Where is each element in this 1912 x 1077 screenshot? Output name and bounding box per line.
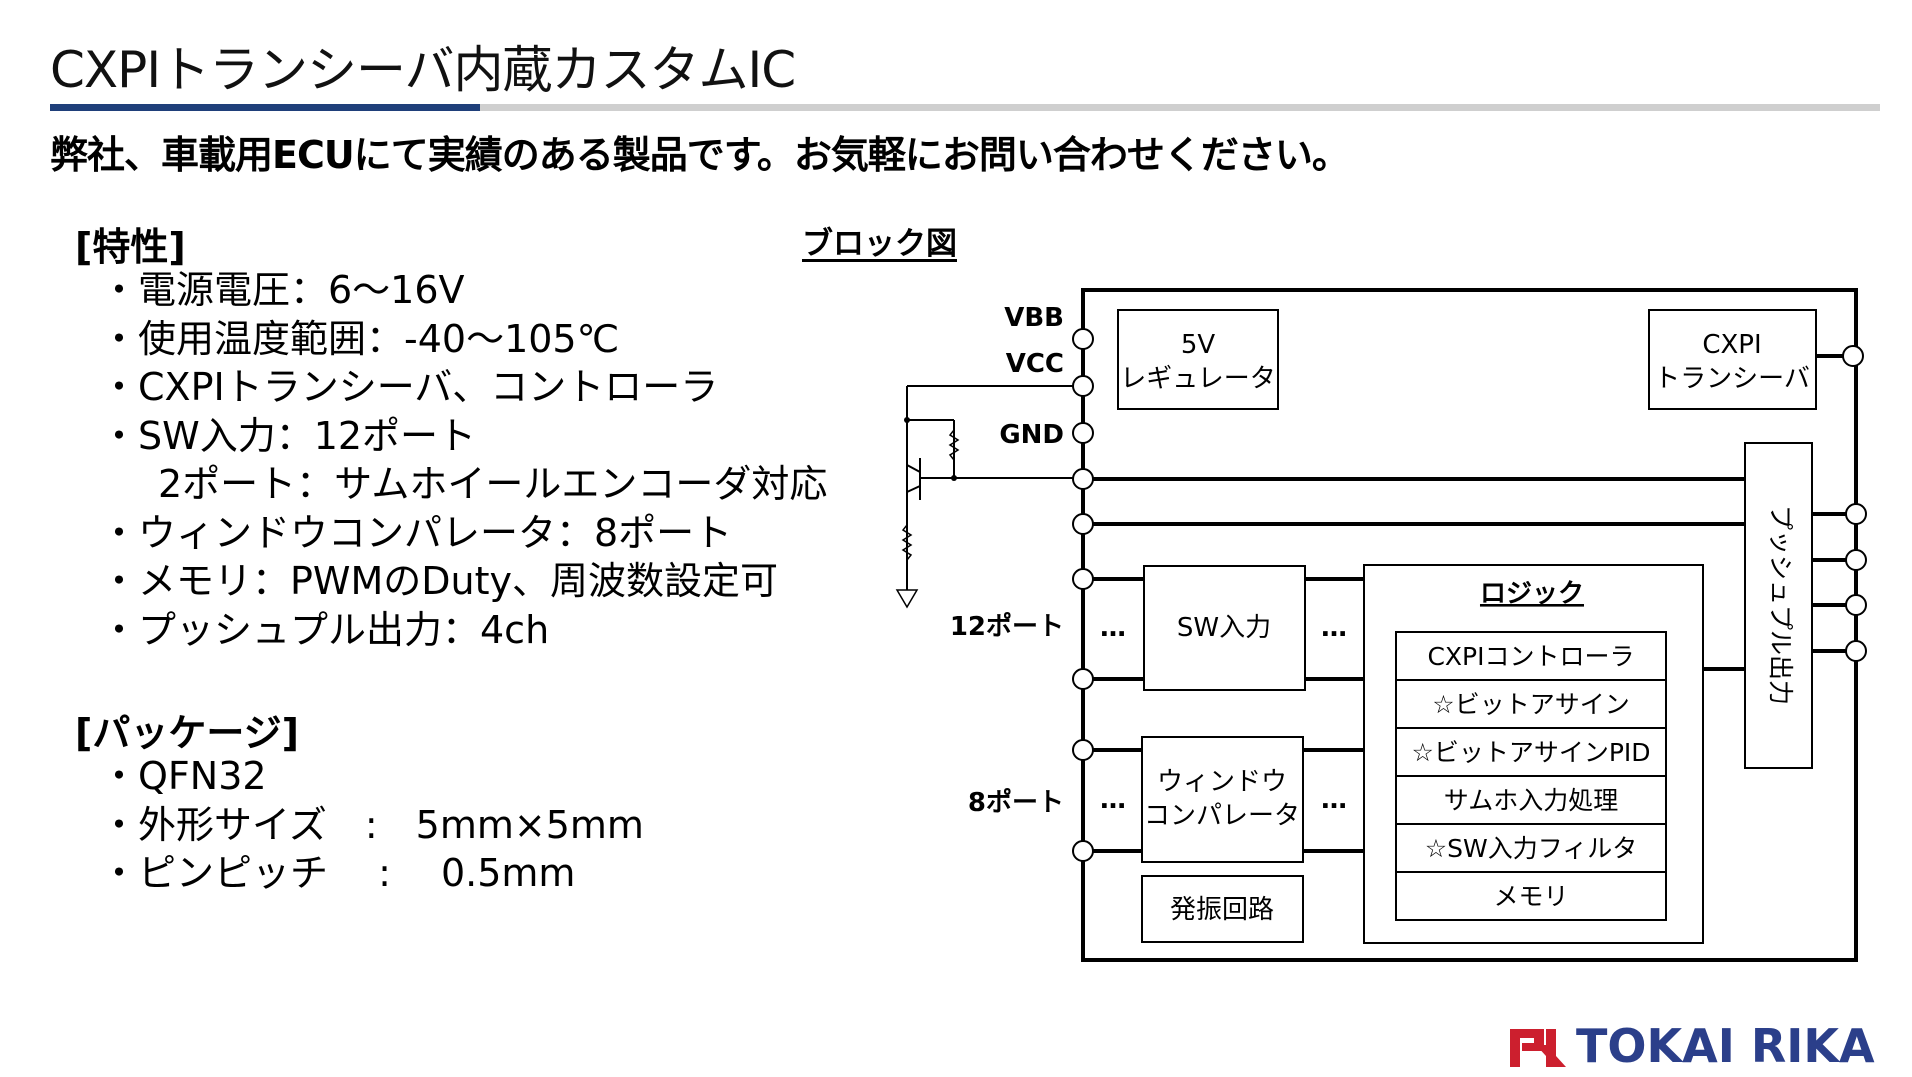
regulator-label: 5V [1181, 330, 1216, 360]
logic-title: ロジック [1480, 579, 1584, 609]
push-pull-label: プッシュプル出力 [1766, 505, 1795, 705]
ellipsis-mark: … [1321, 785, 1347, 815]
page-subtitle: 弊社、車載用ECUにて実績のある製品です。お気軽にお問い合わせください。 [50, 133, 1350, 177]
logic-row: ☆ビットアサインPID [1411, 738, 1650, 767]
ellipsis-mark: … [1100, 785, 1126, 815]
package-item: ・外形サイズ : 5mm×5mm [100, 802, 644, 847]
logic-row: ☆SW入力フィルタ [1425, 834, 1638, 863]
ellipsis-mark: … [1321, 613, 1347, 643]
logo-wordmark: TOKAI RIKA [1576, 1019, 1875, 1073]
title-rule [50, 104, 1880, 111]
logic-row: メモリ [1493, 882, 1568, 911]
feature-item: ・メモリ：PWMのDuty、周波数設定可 [100, 559, 779, 603]
pin-circles [1072, 328, 1867, 862]
transceiver-label: CXPI [1702, 330, 1761, 360]
transceiver-block [1648, 309, 1817, 410]
pin-label-gnd: GND [999, 420, 1064, 450]
block-diagram-title: ブロック図 [802, 226, 957, 262]
ground-symbol [895, 589, 919, 609]
title-rule-accent [50, 104, 480, 111]
sw-input-label: SW入力 [1177, 613, 1271, 643]
chip-outline [1081, 288, 1858, 962]
window-comparator-label: コンパレータ [1144, 801, 1300, 831]
pin-label-vcc: VCC [1006, 349, 1064, 379]
package-item: ・QFN32 [100, 754, 267, 798]
page-title: CXPIトランシーバ内蔵カスタムIC [50, 41, 796, 99]
oscillator-block [1141, 875, 1304, 943]
feature-item: ・ウィンドウコンパレータ：8ポート [100, 510, 733, 555]
logic-row: CXPIコントローラ [1427, 642, 1634, 671]
transceiver-label: トランシーバ [1654, 364, 1810, 394]
package-item: ・ピンピッチ : 0.5mm [100, 851, 576, 895]
feature-item: 2ポート：サムホイールエンコーダ対応 [158, 462, 828, 506]
logic-row: サムホ入力処理 [1444, 786, 1619, 815]
tokai-rika-mark-icon [1510, 1029, 1566, 1067]
feature-item: ・SW入力：12ポート [100, 413, 477, 458]
feature-item: ・CXPIトランシーバ、コントローラ [100, 365, 719, 409]
package-list: ・QFN32 ・外形サイズ : 5mm×5mm ・ピンピッチ : 0.5mm [100, 752, 644, 898]
pin-label-vbb: VBB [1004, 303, 1064, 333]
features-heading: [特性] [75, 225, 186, 269]
push-pull-block [1744, 442, 1813, 769]
pin-label-wc-ports: 8ポート [968, 787, 1064, 818]
features-list: ・電源電圧：6～16V ・使用温度範囲：-40～105℃ ・CXPIトランシーバ… [100, 266, 827, 654]
feature-item: ・使用温度範囲：-40～105℃ [100, 316, 620, 361]
ellipsis-mark: … [1100, 613, 1126, 643]
window-comparator-label: ウィンドウ [1157, 767, 1287, 797]
feature-item: ・プッシュプル出力：4ch [100, 607, 550, 652]
oscillator-label: 発振回路 [1170, 895, 1274, 925]
logic-row: ☆ビットアサイン [1432, 690, 1629, 719]
feature-item: ・電源電圧：6～16V [100, 268, 465, 312]
regulator-block [1117, 309, 1279, 410]
window-comparator-block [1141, 736, 1304, 863]
package-heading: [パッケージ] [75, 711, 299, 755]
pin-label-sw-ports: 12ポート [950, 611, 1064, 642]
sw-input-block [1143, 565, 1306, 691]
regulator-label: レギュレータ [1120, 364, 1275, 394]
